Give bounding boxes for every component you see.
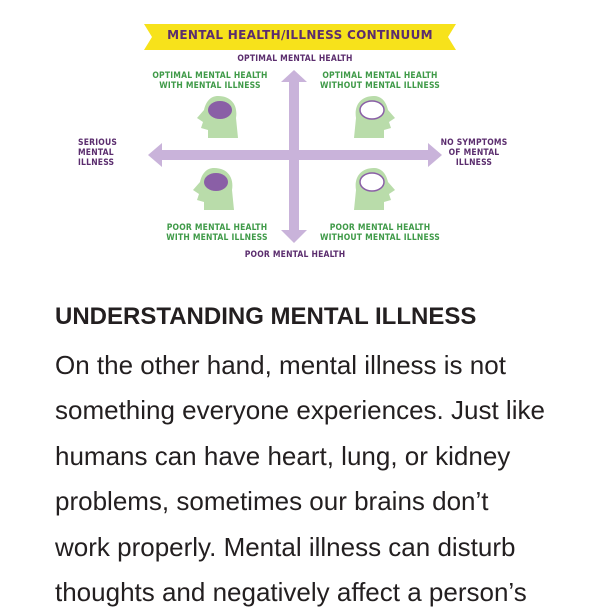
head-icon-top-left [197,96,238,138]
body-line: thoughts and negatively affect a person’… [55,577,527,608]
label-line: ILLNESS [455,158,493,168]
label-line: SERIOUS [78,138,118,148]
quadrant-label-bottom-right: POOR MENTAL HEALTH WITHOUT MENTAL ILLNES… [310,223,450,243]
body-line: humans can have heart, lung, or kidney [55,440,511,471]
quadrant-label-bottom-left: POOR MENTAL HEALTH WITH MENTAL ILLNESS [152,223,282,243]
head-icon-bottom-left [193,168,234,210]
label-line: POOR MENTAL HEALTH [166,223,268,233]
label-line: OPTIMAL MENTAL HEALTH [322,71,438,81]
label-line: WITHOUT MENTAL ILLNESS [320,81,440,91]
label-line: OF MENTAL [448,148,500,158]
body-line: something everyone experiences. Just lik… [55,395,545,426]
body-line: work properly. Mental illness can distur… [55,531,516,562]
head-icon-top-right [354,96,395,138]
label-line: POOR MENTAL HEALTH [329,223,431,233]
head-icon-bottom-right [354,168,395,210]
horizontal-axis-arrow [148,143,442,167]
left-axis-label: SERIOUS MENTAL ILLNESS [78,138,148,168]
article-body: On the other hand, mental illness is not… [55,343,595,615]
label-line: MENTAL [78,148,114,158]
title-banner [144,24,456,50]
label-line: OPTIMAL MENTAL HEALTH [152,71,268,81]
diagram-title: MENTAL HEALTH/ILLNESS CONTINUUM [167,28,433,42]
bottom-axis-label: POOR MENTAL HEALTH [244,250,346,260]
label-line: WITH MENTAL ILLNESS [166,233,268,243]
label-line: NO SYMPTOMS [440,138,508,148]
top-axis-label: OPTIMAL MENTAL HEALTH [237,54,353,64]
label-line: ILLNESS [78,158,115,168]
quadrant-label-top-left: OPTIMAL MENTAL HEALTH WITH MENTAL ILLNES… [145,71,275,91]
body-line: problems, sometimes our brains don’t [55,486,489,517]
continuum-diagram [144,24,456,243]
section-heading: UNDERSTANDING MENTAL ILLNESS [55,303,477,330]
quadrant-label-top-right: OPTIMAL MENTAL HEALTH WITHOUT MENTAL ILL… [310,71,450,91]
right-axis-label: NO SYMPTOMS OF MENTAL ILLNESS [436,138,512,168]
label-line: WITH MENTAL ILLNESS [159,81,261,91]
label-line: WITHOUT MENTAL ILLNESS [320,233,440,243]
body-line: On the other hand, mental illness is not [55,350,506,380]
